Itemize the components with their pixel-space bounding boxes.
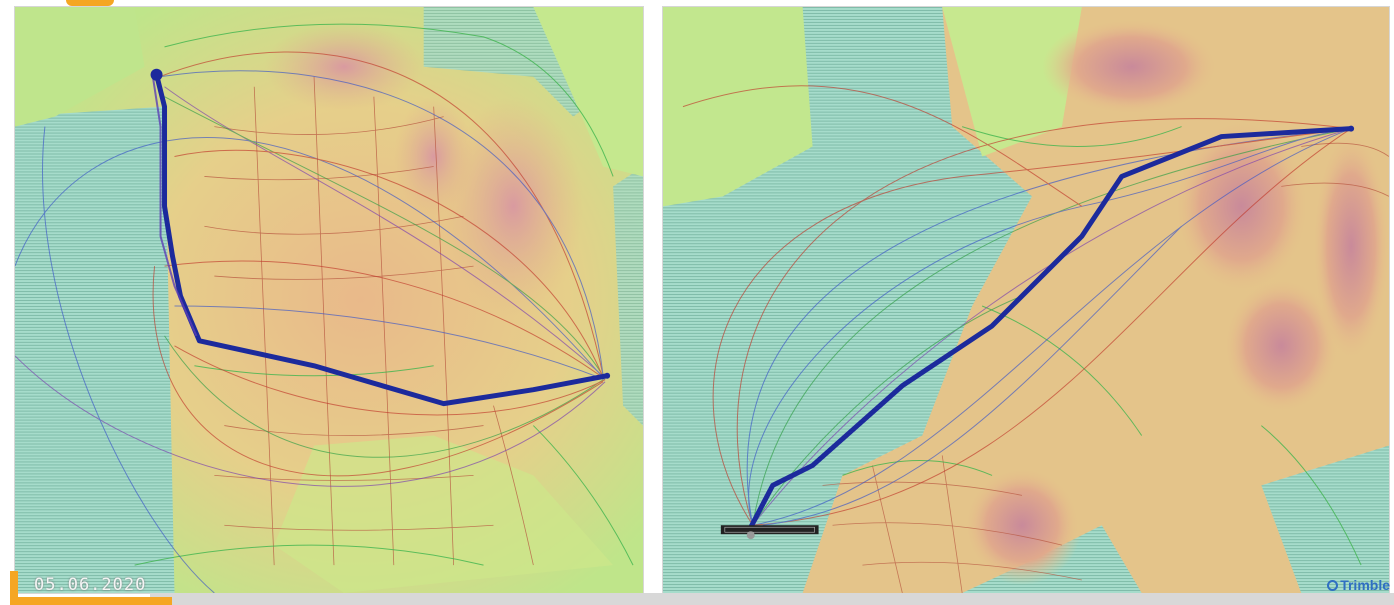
bottom-band [150,593,1394,605]
flight-track-map-right[interactable] [662,6,1390,594]
road-network [204,76,534,566]
flight-track-map-left[interactable] [14,6,644,594]
contour-lines [842,126,1362,566]
accent-bar-corner [10,571,18,605]
accent-tab-top [66,0,114,6]
track-start-marker [150,68,163,81]
contour-lines [134,23,634,566]
flight-track-bundle [682,85,1352,526]
logo-text: Trimble [1340,577,1390,593]
track-end-marker [1348,125,1355,132]
date-label: 05.06.2020 [34,575,147,595]
road-network [822,142,1389,593]
main-flight-path [748,126,1352,529]
flight-track-bundle [15,51,606,593]
track-end-marker [604,372,611,379]
trimble-logo: Trimble [1327,577,1390,593]
runway-marker [720,525,819,535]
main-flight-path [151,74,608,407]
hill-shading [1221,276,1342,416]
lowland-patch [15,7,145,127]
trimble-globe-icon [1327,579,1339,591]
track-start-marker [746,531,755,540]
water-hatch [15,106,175,593]
map-canvas-right [663,7,1389,593]
accent-bar-bottom [10,597,172,605]
map-canvas-left [15,7,643,593]
lowland-patch [663,7,813,207]
